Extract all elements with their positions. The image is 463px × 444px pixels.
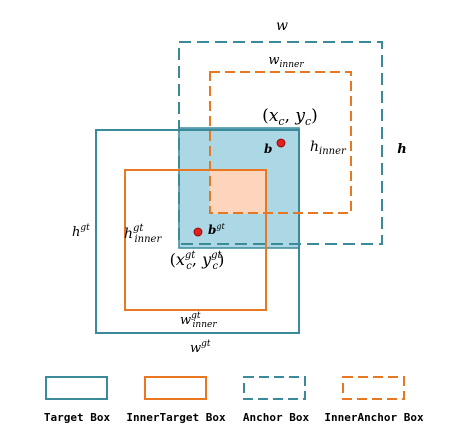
inner-anchor-box <box>209 71 352 214</box>
target-box <box>95 129 300 334</box>
legend-label-target-box: Target Box <box>44 411 111 424</box>
anchor-box <box>178 41 383 245</box>
label-h-gt: hgt <box>72 223 90 240</box>
inner-overlap-region <box>210 170 266 214</box>
inner-target-box <box>124 169 267 311</box>
legend-swatch-inner-target-box <box>144 376 207 400</box>
legend-swatch-inner-anchor-box <box>342 376 405 400</box>
legend-label-inner-target-box: InnerTarget Box <box>126 411 226 424</box>
label-h-inner: hinner <box>310 139 347 157</box>
label-center: (xc, yc) <box>262 106 318 128</box>
label-b-gt: bgt <box>208 222 226 237</box>
label-h: h <box>397 142 406 157</box>
legend-label-anchor-box: Anchor Box <box>243 411 310 424</box>
label-b: b <box>264 142 272 156</box>
anchor-center-point <box>276 138 286 148</box>
legend-swatch-anchor-box <box>243 376 306 400</box>
label-w: w <box>276 18 288 34</box>
legend: Target Box InnerTarget Box Anchor Box In… <box>44 376 424 424</box>
target-center-point <box>193 227 203 237</box>
legend-swatch-target-box <box>45 376 108 400</box>
legend-label-inner-anchor-box: InnerAnchor Box <box>324 411 424 424</box>
label-w-gt: wgt <box>190 339 211 356</box>
label-w-inner: winner <box>268 53 304 70</box>
